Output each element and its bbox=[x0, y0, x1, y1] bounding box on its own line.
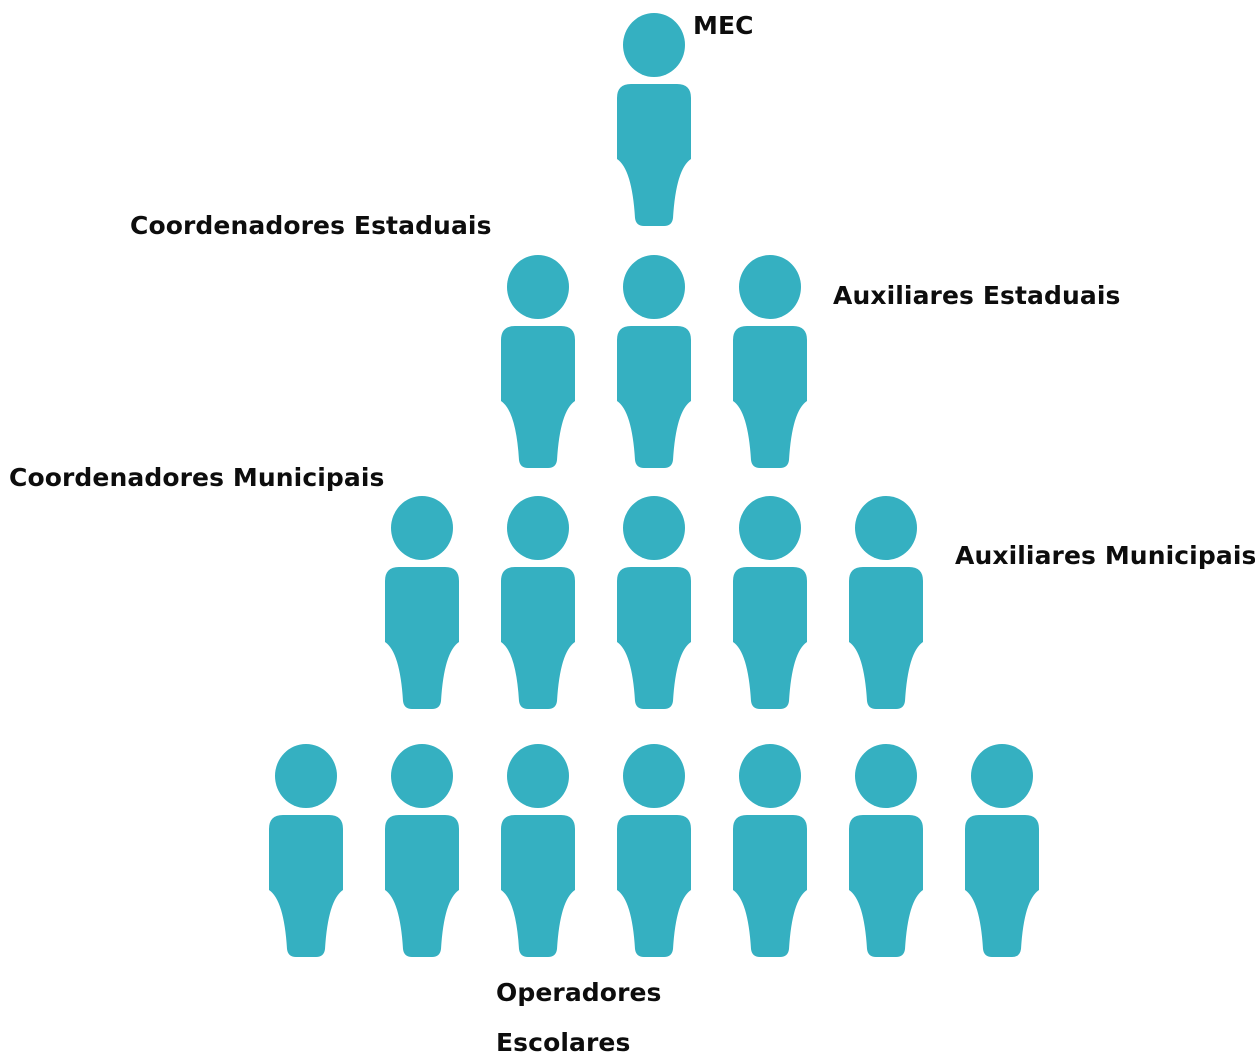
person-icon bbox=[617, 13, 691, 226]
person-body bbox=[269, 815, 343, 957]
person-head bbox=[391, 496, 453, 560]
person-icon bbox=[733, 255, 807, 468]
person-head bbox=[855, 744, 917, 808]
person-head bbox=[391, 744, 453, 808]
person-head bbox=[623, 744, 685, 808]
person-icon bbox=[849, 744, 923, 957]
person-icon bbox=[733, 496, 807, 709]
person-body bbox=[617, 815, 691, 957]
person-head bbox=[275, 744, 337, 808]
person-head bbox=[507, 255, 569, 319]
person-body bbox=[501, 326, 575, 468]
person-body bbox=[617, 567, 691, 709]
label-operadores-escolares-line1: Operadores bbox=[496, 978, 662, 1007]
person-body bbox=[617, 326, 691, 468]
label-auxiliares-estaduais: Auxiliares Estaduais bbox=[833, 281, 1121, 310]
person-body bbox=[849, 815, 923, 957]
label-mec: MEC bbox=[693, 11, 754, 40]
person-body bbox=[849, 567, 923, 709]
person-body bbox=[501, 815, 575, 957]
person-icon bbox=[501, 496, 575, 709]
person-body bbox=[733, 326, 807, 468]
person-head bbox=[855, 496, 917, 560]
person-icon bbox=[733, 744, 807, 957]
person-icon bbox=[849, 496, 923, 709]
person-head bbox=[623, 255, 685, 319]
person-icon bbox=[501, 255, 575, 468]
person-icon bbox=[501, 744, 575, 957]
person-head bbox=[623, 496, 685, 560]
label-auxiliares-municipais: Auxiliares Municipais bbox=[955, 541, 1255, 570]
person-body bbox=[617, 84, 691, 226]
person-icon bbox=[617, 496, 691, 709]
person-head bbox=[739, 496, 801, 560]
person-body bbox=[733, 567, 807, 709]
person-head bbox=[739, 255, 801, 319]
person-icon bbox=[617, 255, 691, 468]
label-operadores-escolares-line2: Escolares bbox=[496, 1028, 631, 1057]
person-body bbox=[965, 815, 1039, 957]
person-body bbox=[385, 815, 459, 957]
label-coordenadores-estaduais: Coordenadores Estaduais bbox=[130, 211, 492, 240]
person-icon bbox=[385, 496, 459, 709]
person-head bbox=[507, 496, 569, 560]
label-coordenadores-municipais: Coordenadores Municipais bbox=[9, 463, 385, 492]
person-head bbox=[623, 13, 685, 77]
person-icon bbox=[617, 744, 691, 957]
person-head bbox=[739, 744, 801, 808]
person-head bbox=[971, 744, 1033, 808]
person-icon bbox=[385, 744, 459, 957]
person-body bbox=[385, 567, 459, 709]
person-body bbox=[733, 815, 807, 957]
person-icon bbox=[269, 744, 343, 957]
person-body bbox=[501, 567, 575, 709]
person-icon bbox=[965, 744, 1039, 957]
person-head bbox=[507, 744, 569, 808]
